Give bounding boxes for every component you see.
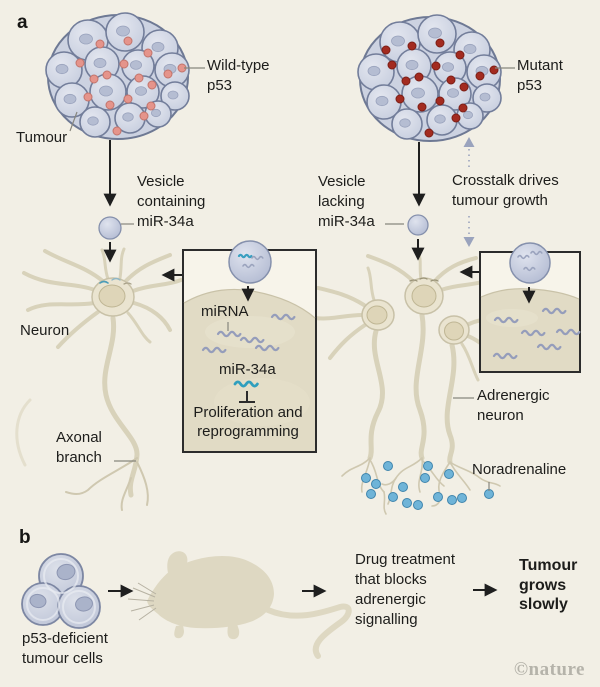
panel-a-label: a [17,12,28,33]
wild-type-p53-dots [75,36,187,136]
vesicle-lacking-mir34a [407,214,429,236]
nature-watermark: ©nature [513,659,585,680]
tumour-label: Tumour [16,129,68,146]
vesicle-lacking-label: Vesicle lacking miR-34a [318,173,375,230]
vesicle-containing-label: Vesicle containing miR-34a [137,173,206,230]
noradrenaline-label: Noradrenaline [472,461,567,478]
panel-b-label: b [19,527,31,548]
neuron-label: Neuron [20,322,70,339]
mirna-label: miRNA [201,303,249,320]
inset-no-mir34a [479,242,581,373]
inset-mir34a-uptake [182,240,317,453]
mouse-whiskers [127,582,157,621]
tumour-grows-slowly-label: Tumour grows slowly [519,557,578,613]
wild-type-p53-label: Wild-type p53 [207,57,270,94]
mutant-p53-label: Mutant p53 [517,57,563,94]
axonal-branch-label: Axonal branch [56,429,102,466]
inhibition-symbol [239,391,255,403]
mouse-illustration [127,551,352,659]
proliferation-label: Proliferation and reprogramming [193,404,303,440]
mutant-p53-dots [381,38,499,138]
label-pointer-lines [69,67,515,491]
crosstalk-arrow [463,137,475,247]
p53-deficient-cells-label: p53-deficient tumour cells [22,630,108,667]
flow-arrows [103,140,498,598]
drug-treatment-label: Drug treatment that blocks adrenergic si… [355,551,456,628]
neuron-illustration [15,247,183,511]
vesicle-containing-mir34a [98,216,122,240]
noradrenaline-dots [361,461,494,510]
p53-deficient-cells-illustration [21,553,101,629]
wild-type-tumour-illustration [45,12,190,140]
mir34a-label: miR-34a [219,361,276,378]
adrenergic-neuron-label: Adrenergic neuron [477,387,550,424]
crosstalk-label: Crosstalk drives tumour growth [452,172,559,209]
mutant-tumour-illustration [357,14,502,142]
